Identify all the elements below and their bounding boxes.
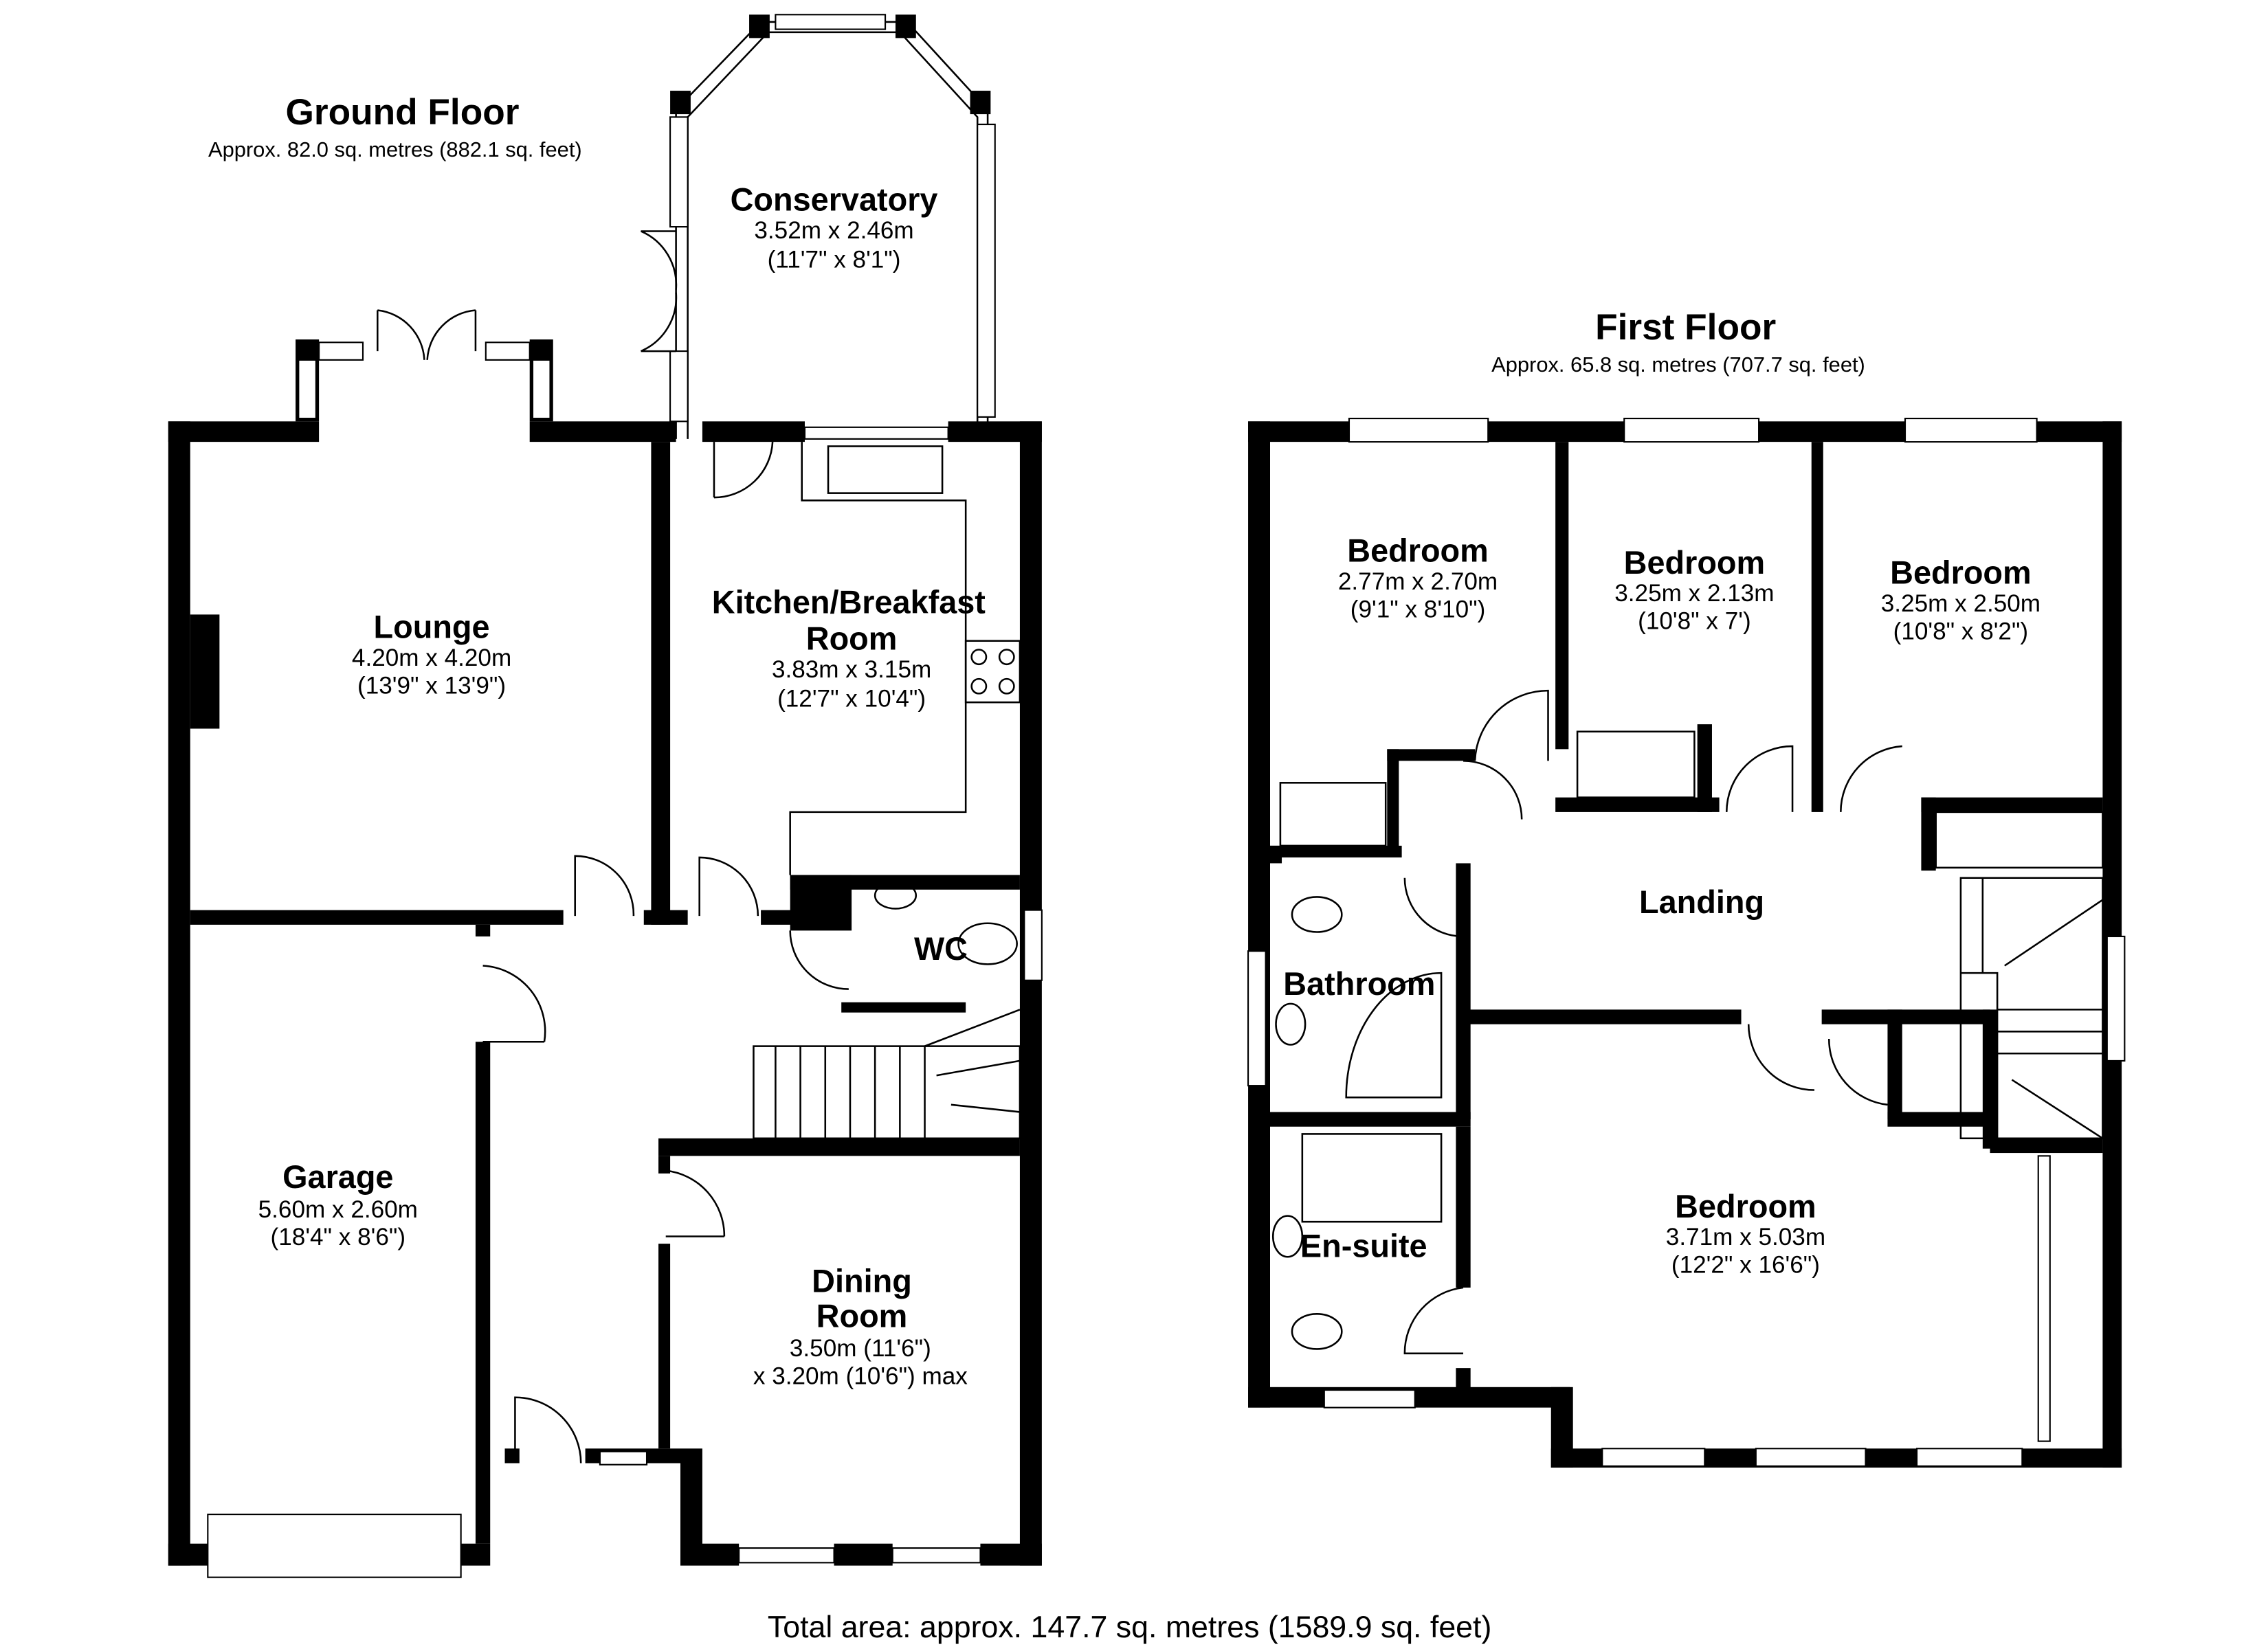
room-dimensions: 3.83m x 3.15m xyxy=(772,656,931,683)
room-dimensions: 3.25m x 2.13m xyxy=(1614,580,1774,607)
room-name: Bedroom xyxy=(1675,1189,1816,1224)
room-bedroom-2: Bedroom 3.25m x 2.13m (10'8" x 7') xyxy=(1614,545,1774,635)
room-dimensions: 3.50m (11'6") xyxy=(790,1335,931,1362)
room-name: Garage xyxy=(282,1159,393,1195)
ground-floor-title: Ground Floor xyxy=(286,92,520,133)
first-floor-area: Approx. 65.8 sq. metres (707.7 sq. feet) xyxy=(1491,352,1865,377)
room-dimensions: 3.25m x 2.50m xyxy=(1881,590,2041,617)
room-name: Bedroom xyxy=(1347,533,1489,569)
room-name: Lounge xyxy=(374,609,490,644)
room-name: Bedroom xyxy=(1890,555,2032,591)
room-name-line2: Room xyxy=(816,1298,908,1334)
room-dining: Dining Room 3.50m (11'6") x 3.20m (10'6"… xyxy=(753,1263,968,1389)
room-kitchen-breakfast: Kitchen/Breakfast Room 3.83m x 3.15m (12… xyxy=(712,584,986,712)
room-name: Kitchen/Breakfast xyxy=(712,584,986,620)
room-bathroom: Bathroom xyxy=(1283,966,1435,1002)
room-dimensions-imperial: (18'4" x 8'6") xyxy=(271,1224,405,1250)
room-dimensions-imperial: (10'8" x 8'2") xyxy=(1893,618,2028,645)
ground-floor-stairs xyxy=(753,1009,1021,1140)
room-dimensions-imperial: x 3.20m (10'6") max xyxy=(753,1363,968,1390)
garage-door xyxy=(207,1514,462,1578)
chimney-breast xyxy=(190,614,220,729)
first-floor-stairs xyxy=(1959,877,2104,1140)
room-name: Conservatory xyxy=(731,182,938,218)
room-lounge: Lounge 4.20m x 4.20m (13'9" x 13'9") xyxy=(352,609,511,699)
room-dimensions: 4.20m x 4.20m xyxy=(352,644,511,671)
room-dimensions-imperial: (12'7" x 10'4") xyxy=(777,686,926,713)
room-dimensions: 5.60m x 2.60m xyxy=(258,1196,418,1223)
room-bedroom-3: Bedroom 3.25m x 2.50m (10'8" x 8'2") xyxy=(1881,555,2041,645)
room-landing: Landing xyxy=(1639,884,1764,920)
room-dimensions: 2.77m x 2.70m xyxy=(1338,568,1498,595)
room-garage: Garage 5.60m x 2.60m (18'4" x 8'6") xyxy=(258,1159,418,1250)
room-name: Dining xyxy=(812,1263,912,1299)
room-name-line2: Room xyxy=(806,621,898,657)
room-main-bedroom: Bedroom 3.71m x 5.03m (12'2" x 16'6") xyxy=(1666,1189,1825,1279)
room-dimensions-imperial: (12'2" x 16'6") xyxy=(1671,1252,1820,1279)
ground-floor-area: Approx. 82.0 sq. metres (882.1 sq. feet) xyxy=(208,137,582,161)
room-name: Bedroom xyxy=(1624,545,1766,581)
room-dimensions-imperial: (9'1" x 8'10") xyxy=(1350,596,1485,623)
room-bedroom-1: Bedroom 2.77m x 2.70m (9'1" x 8'10") xyxy=(1338,533,1498,623)
total-area: Total area: approx. 147.7 sq. metres (15… xyxy=(768,1611,1491,1644)
first-floor-title: First Floor xyxy=(1595,307,1776,348)
room-dimensions: 3.71m x 5.03m xyxy=(1666,1224,1825,1250)
room-wc: WC xyxy=(914,931,968,967)
room-en-suite: En-suite xyxy=(1300,1228,1427,1264)
room-dimensions-imperial: (11'7" x 8'1") xyxy=(768,247,901,273)
room-dimensions-imperial: (13'9" x 13'9") xyxy=(357,672,506,699)
room-conservatory: Conservatory 3.52m x 2.46m (11'7" x 8'1"… xyxy=(731,182,938,273)
room-dimensions-imperial: (10'8" x 7') xyxy=(1638,608,1750,635)
ground-floor-plan xyxy=(168,14,1043,1578)
room-dimensions: 3.52m x 2.46m xyxy=(754,217,913,244)
first-floor-plan xyxy=(1247,417,2126,1468)
